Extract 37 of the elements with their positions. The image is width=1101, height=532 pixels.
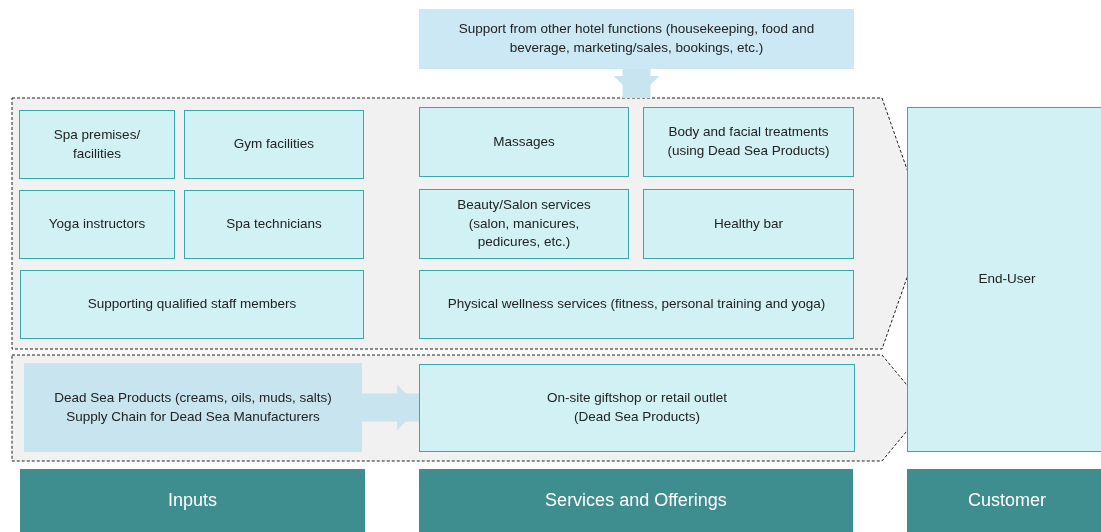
service-box xyxy=(643,189,854,259)
customer-box xyxy=(907,107,1101,452)
box-label: Body and facial treatments (using Dead Sea Products) xyxy=(666,123,831,160)
block-arrow xyxy=(362,384,419,431)
input-box xyxy=(184,110,364,179)
box-label: Spa technicians xyxy=(226,215,322,234)
box-label: Physical wellness services (fitness, personal training and yoga) xyxy=(447,295,826,314)
box-label: Healthy bar xyxy=(713,214,783,233)
box-label: Gym facilities xyxy=(233,135,315,154)
box-label: Support from other hotel functions (housekeeping, food and beverage, marketing/sales, bookings, etc.) xyxy=(457,20,816,57)
box-label: Supply Chain for Dead Sea Manufacturers xyxy=(66,407,320,426)
box-label: Yoga instructors xyxy=(48,215,146,234)
input-box xyxy=(20,270,364,339)
service-box xyxy=(643,107,854,177)
box-label: Spa premises/ facilities xyxy=(52,125,142,163)
support-box xyxy=(419,9,854,69)
input-box xyxy=(19,190,175,259)
box-label: Inputs xyxy=(167,488,217,512)
service-box xyxy=(419,364,855,452)
box-label: Supporting qualified staff members xyxy=(87,295,297,314)
column-header xyxy=(419,469,853,532)
input-box xyxy=(24,363,362,452)
service-box xyxy=(419,270,854,339)
box-label: Beauty/Salon services (salon, manicures, pedicures, etc.) xyxy=(456,195,592,252)
input-box xyxy=(19,110,175,179)
box-label: End-User xyxy=(978,270,1036,289)
box-label: Dead Sea Products (creams, oils, muds, salts) xyxy=(54,388,332,407)
service-box xyxy=(419,107,629,177)
box-label: On-site giftshop or retail outlet (Dead Sea Products) xyxy=(545,389,729,426)
input-box xyxy=(184,190,364,259)
column-header xyxy=(20,469,365,532)
box-label: Massages xyxy=(493,132,555,151)
box-label: Customer xyxy=(968,488,1046,512)
box-label: Services and Offerings xyxy=(545,488,727,512)
column-header xyxy=(907,469,1101,532)
block-arrow xyxy=(613,69,660,98)
service-box xyxy=(419,189,629,259)
